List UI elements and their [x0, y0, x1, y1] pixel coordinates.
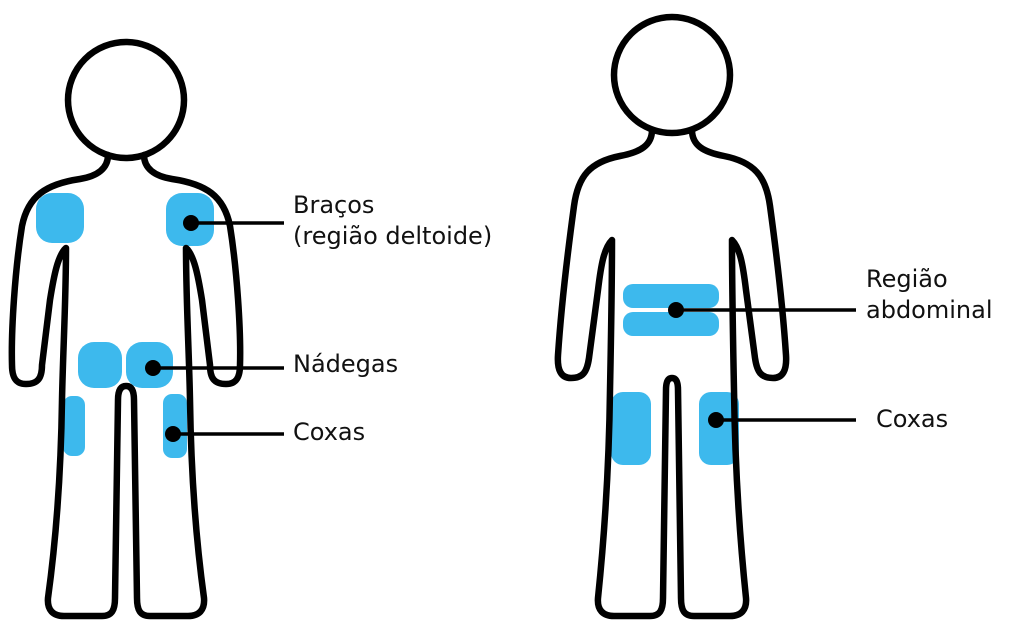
front-figure-body-outline — [558, 130, 786, 616]
arms-label: Braços (região deltoide) — [293, 190, 492, 252]
front-thighs-label: Coxas — [876, 404, 948, 435]
front-figure-head — [614, 17, 730, 133]
arms-label-line2: (região deltoide) — [293, 221, 492, 252]
abdomen-label-line2: abdominal — [866, 295, 993, 326]
buttocks-label: Nádegas — [293, 349, 398, 380]
left-arm-deltoid-zone — [36, 193, 84, 243]
back-figure-head — [68, 42, 184, 158]
arms-leader-dot — [183, 215, 199, 231]
back-thighs-label-text: Coxas — [293, 417, 365, 448]
buttocks-leader-dot — [145, 360, 161, 376]
back-thighs-leader-dot — [165, 426, 181, 442]
front-thighs-label-text: Coxas — [876, 404, 948, 435]
front-left-thigh-zone — [611, 392, 651, 465]
back-view-figure — [12, 42, 284, 616]
abdomen-label-line1: Região — [866, 264, 993, 295]
left-thigh-zone — [63, 396, 85, 456]
abdomen-label: Região abdominal — [866, 264, 993, 326]
front-thighs-leader-dot — [708, 412, 724, 428]
front-view-figure — [558, 17, 856, 616]
buttocks-label-text: Nádegas — [293, 349, 398, 380]
arms-label-line1: Braços — [293, 190, 492, 221]
right-thigh-zone — [163, 394, 187, 458]
abdomen-leader-dot — [668, 302, 684, 318]
left-buttock-zone — [78, 342, 122, 388]
back-thighs-label: Coxas — [293, 417, 365, 448]
